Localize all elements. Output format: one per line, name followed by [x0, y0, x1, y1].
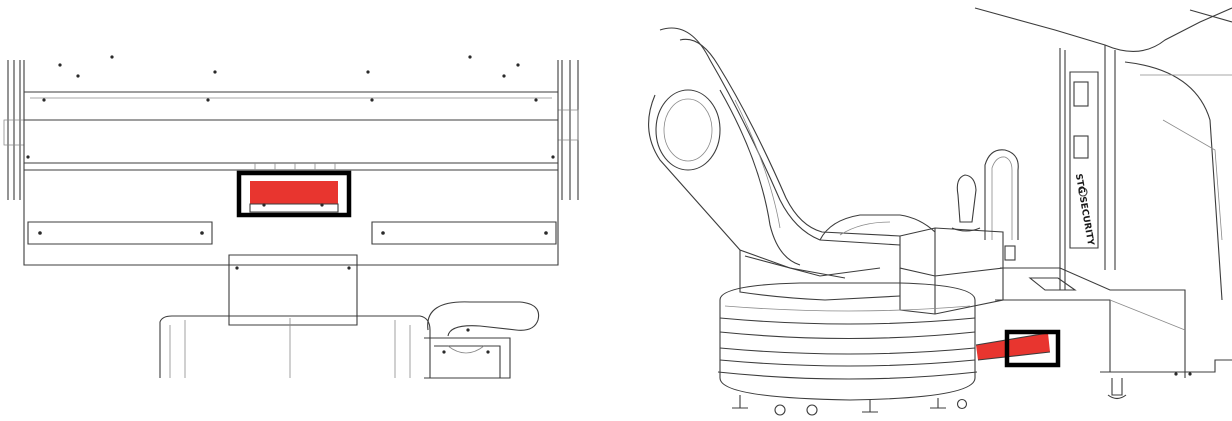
- left-panel-rear-view: [3, 55, 579, 379]
- cabinet-label: STG SECURITY: [1073, 173, 1096, 247]
- callout-box-left: [236, 170, 352, 218]
- callout-box-right: [1004, 329, 1061, 368]
- highlighted-part-right: [976, 333, 1050, 360]
- right-panel-side-view: STG SECURITY: [648, 7, 1232, 416]
- highlighted-part-left: [250, 181, 338, 204]
